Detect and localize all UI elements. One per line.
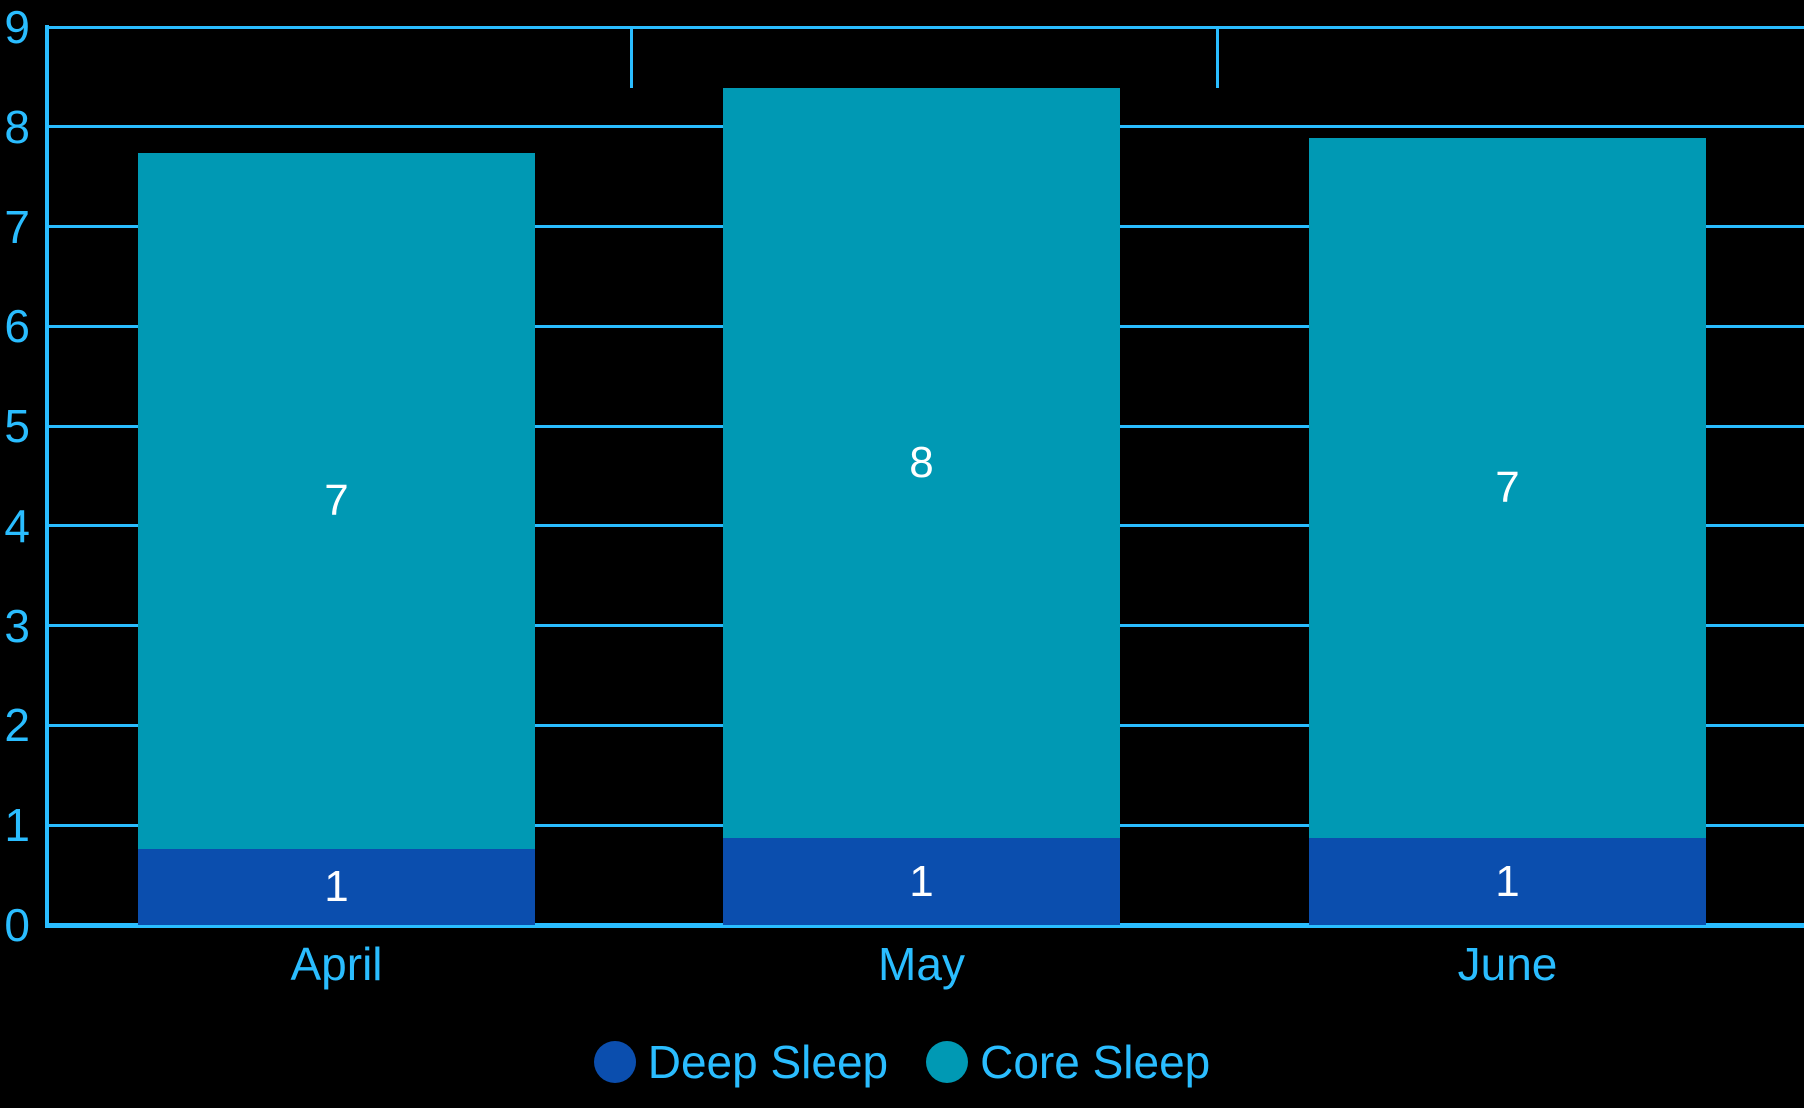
y-tick-label-8: 8 bbox=[4, 100, 30, 153]
legend-item-deep-sleep[interactable]: Deep Sleep bbox=[593, 1036, 889, 1088]
y-tick-label-4: 4 bbox=[4, 499, 30, 552]
y-tick-label-1: 1 bbox=[4, 799, 30, 852]
gridline-9 bbox=[45, 25, 1804, 29]
x-category-label-june: June bbox=[1457, 938, 1558, 990]
y-tick-label-9: 9 bbox=[4, 1, 30, 53]
bar-segment-deep-sleep-june[interactable] bbox=[1309, 838, 1706, 925]
bar-segment-core-sleep-may[interactable] bbox=[723, 87, 1120, 839]
legend-label: Deep Sleep bbox=[647, 1036, 889, 1088]
y-axis-line bbox=[45, 25, 49, 927]
y-tick-label-5: 5 bbox=[4, 400, 30, 453]
category-separator-1 bbox=[629, 27, 633, 88]
bar-segment-core-sleep-june[interactable] bbox=[1309, 137, 1706, 839]
legend-swatch-circle-icon bbox=[593, 1041, 636, 1083]
chart-legend: Deep Sleep Core Sleep bbox=[0, 1038, 1804, 1086]
y-tick-label-6: 6 bbox=[4, 300, 30, 353]
legend-label: Core Sleep bbox=[980, 1036, 1211, 1088]
bar-segment-deep-sleep-april[interactable] bbox=[138, 849, 535, 925]
y-tick-label-0: 0 bbox=[4, 899, 30, 951]
legend-item-core-sleep[interactable]: Core Sleep bbox=[926, 1038, 1210, 1086]
bar-segment-deep-sleep-may[interactable] bbox=[723, 838, 1120, 925]
bar-segment-core-sleep-april[interactable] bbox=[138, 152, 535, 850]
y-tick-label-2: 2 bbox=[4, 699, 30, 752]
y-tick-label-7: 7 bbox=[4, 200, 30, 253]
y-tick-label-3: 3 bbox=[4, 599, 30, 652]
legend-swatch-circle-icon bbox=[926, 1041, 969, 1083]
x-axis-line bbox=[45, 923, 1804, 927]
category-separator-2 bbox=[1216, 27, 1220, 88]
x-category-label-april: April bbox=[290, 938, 383, 990]
x-category-label-may: May bbox=[878, 938, 965, 990]
